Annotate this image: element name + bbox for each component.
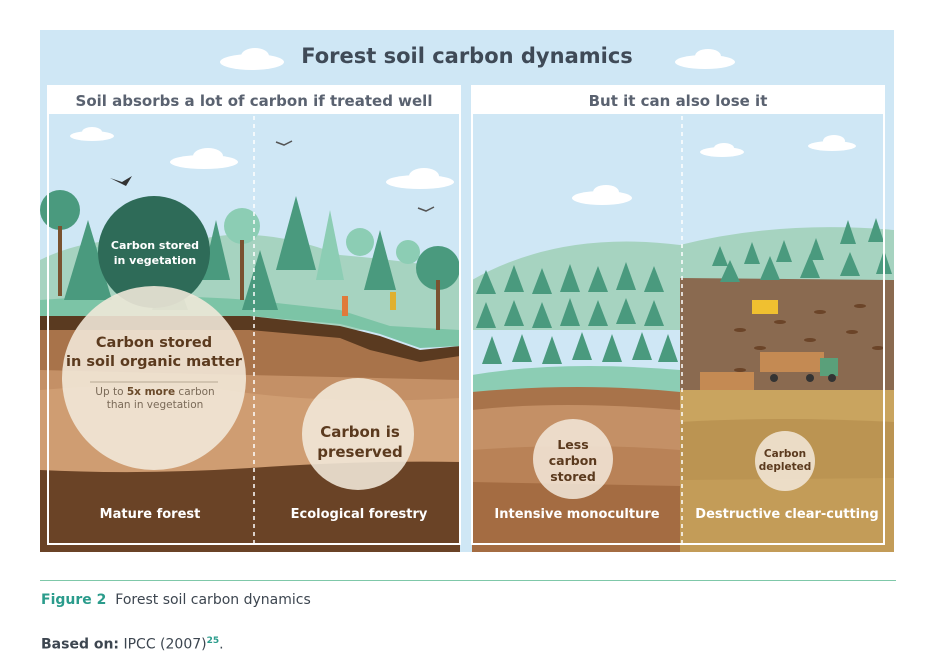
right-frame [471,85,885,545]
clouds [70,48,856,205]
preserved-label: Carbon is preserved [317,423,403,461]
forester-figure [342,296,348,316]
panel-label-mature-forest: Mature forest [99,507,201,522]
clear-background-trees [712,218,892,282]
vegetation-circle [98,196,210,308]
caption-text: Forest soil carbon dynamics [115,592,311,608]
panel-label-ecological-forestry: Ecological forestry [290,507,428,522]
left-header: Soil absorbs a lot of carbon if treated … [75,92,433,110]
figure-illustration [40,30,894,552]
right-header-bar [472,86,884,114]
panel-label-intensive-monoculture: Intensive monoculture [494,507,660,522]
panel-label-clear-cutting: Destructive clear-cutting [695,507,879,522]
depleted-label: Carbon depleted [758,448,812,473]
truck-logs [760,352,824,372]
forest-soil-figure: Forest soil carbon dynamics Soil absorbs… [40,30,894,552]
soil-carbon-circle [62,286,246,470]
depleted-circle [755,431,815,491]
forester-figure [390,292,396,310]
caption-rule [40,580,896,581]
less-carbon-circle [533,419,613,499]
right-header: But it can also lose it [588,92,768,110]
truck-cab [820,358,838,376]
caption-number: Figure 2 [41,592,107,608]
source-text: IPCC (2007) [123,636,207,653]
clear-soil-deep [680,478,894,552]
vegetation-label: Carbon stored in vegetation [110,239,200,267]
soil-carbon-note: Up to 5x more carbon than in vegetation [95,386,215,411]
preserved-circle [302,378,414,490]
excavator [752,300,778,314]
figure-title: Forest soil carbon dynamics [301,44,633,68]
mono-soil-deep [472,482,680,552]
bird-icon [417,206,435,212]
mono-trees [476,262,678,364]
left-header-bar [48,86,460,114]
log-pile [700,372,754,390]
left-trees [40,190,460,330]
soil-carbon-label: Carbon stored in soil organic matter [66,335,242,370]
source-label: Based on: [41,636,120,653]
less-carbon-label: Less carbon stored [548,437,598,484]
mono-grass [472,366,680,392]
source-reference[interactable]: 25 [206,636,220,646]
bird-icon [275,140,293,146]
bird-icon [110,176,132,186]
figure-caption: Figure 2 Forest soil carbon dynamics [41,592,311,608]
source-line: Based on: IPCC (2007)25. [41,636,224,653]
